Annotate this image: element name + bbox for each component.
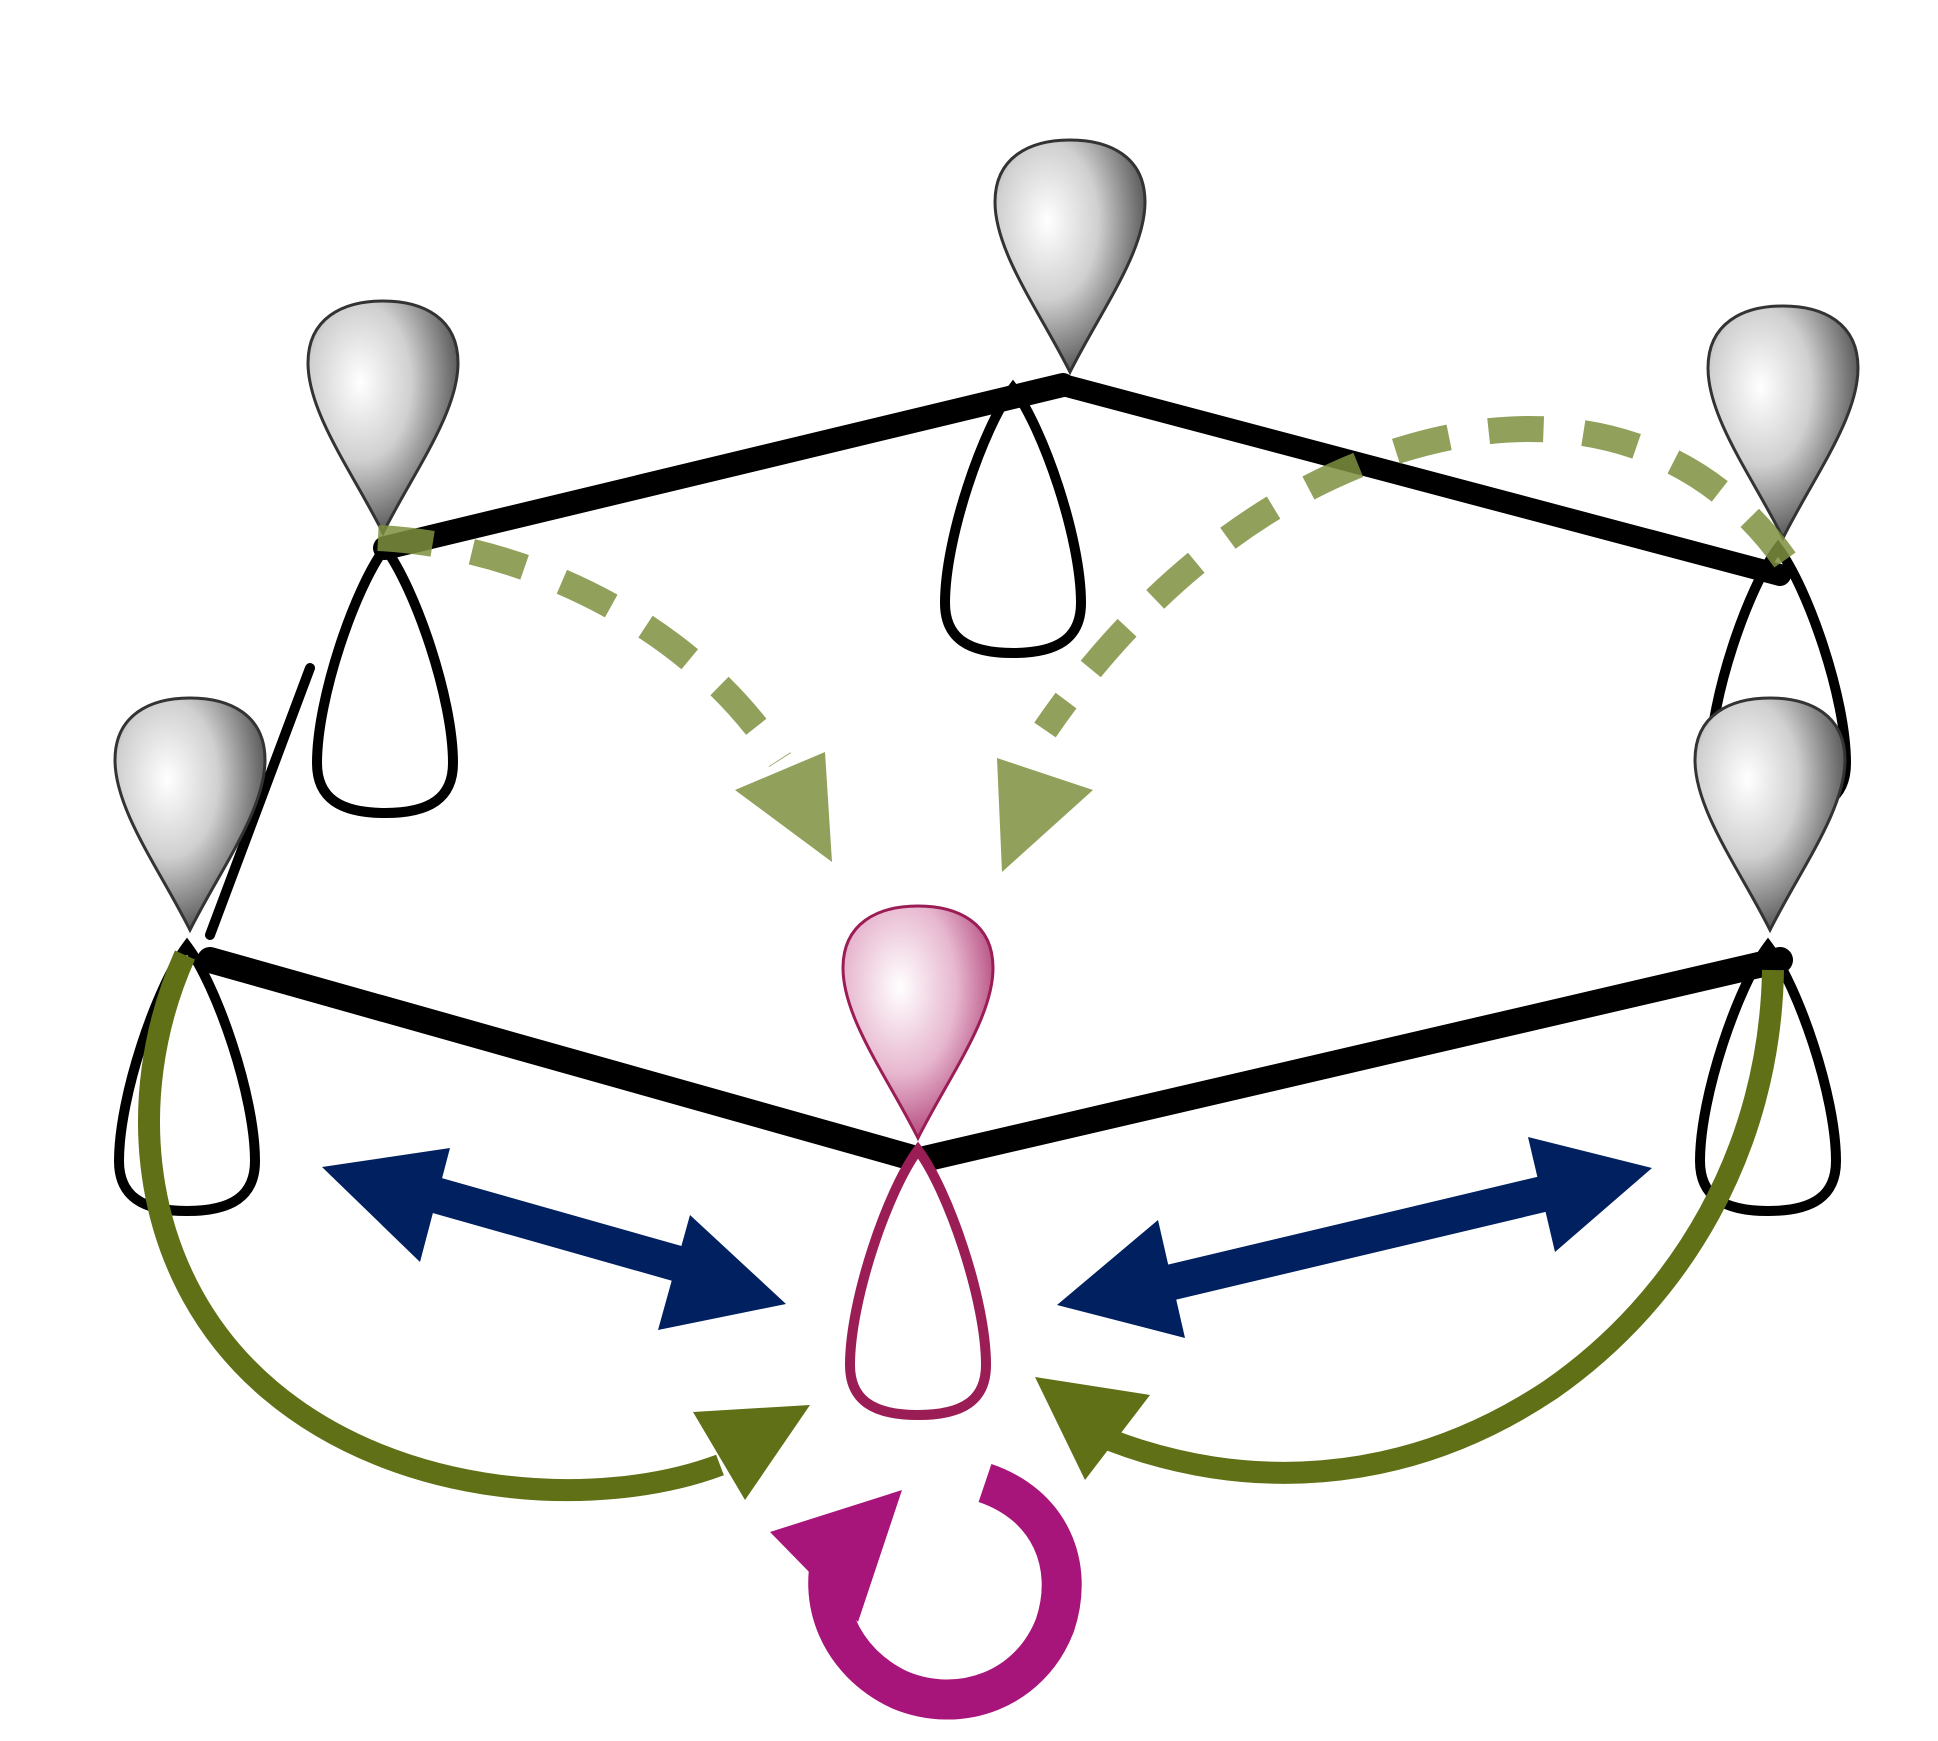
double-arrows <box>322 1137 1652 1338</box>
lower-lobe-top <box>945 388 1081 653</box>
double-arrow-left <box>322 1148 786 1330</box>
double-arrow-right-head-a <box>1057 1220 1185 1338</box>
solid-arrow-left-head <box>693 1405 810 1500</box>
bond-center-lowerright <box>907 947 1793 1173</box>
bond-lowerleft-center <box>197 947 933 1173</box>
solid-arrow-left <box>138 950 724 1502</box>
double-arrow-left-head-b <box>658 1215 786 1330</box>
dashed-arrow-right-head <box>997 758 1093 872</box>
double-arrow-left-head-a <box>322 1148 450 1262</box>
upper-lobe-lower-left <box>113 696 267 932</box>
dashed-arrows <box>377 415 1796 872</box>
upper-lobe-upper-right <box>1706 304 1860 540</box>
self-loop-arrow-head <box>770 1490 902 1622</box>
upper-lobe-top <box>993 138 1147 374</box>
lower-lobe-upper-left <box>317 548 453 813</box>
solid-green-arrows <box>138 950 1784 1502</box>
bond-upperleft-lowerleft <box>205 663 315 940</box>
dashed-arrow-left <box>377 525 791 768</box>
bond-top-upperright <box>1052 374 1791 586</box>
central-upper-lobe <box>841 904 995 1140</box>
solid-arrow-right-head <box>1035 1377 1150 1480</box>
benzene-ring <box>197 373 1793 1173</box>
self-loop-arrow <box>770 1464 1082 1720</box>
lower-lobe-lower-left <box>119 946 255 1211</box>
double-arrow-right <box>1057 1137 1652 1338</box>
dashed-arrow-left-head <box>735 752 832 862</box>
double-arrow-right-head-b <box>1528 1137 1652 1252</box>
upper-lobe-lower-right <box>1693 696 1847 932</box>
central-lower-lobe <box>850 1150 986 1415</box>
dashed-arrow-right <box>1034 415 1796 738</box>
upper-lobe-upper-left <box>306 299 460 535</box>
solid-arrow-right <box>1106 969 1784 1484</box>
bond-upperleft-top <box>373 373 1075 560</box>
